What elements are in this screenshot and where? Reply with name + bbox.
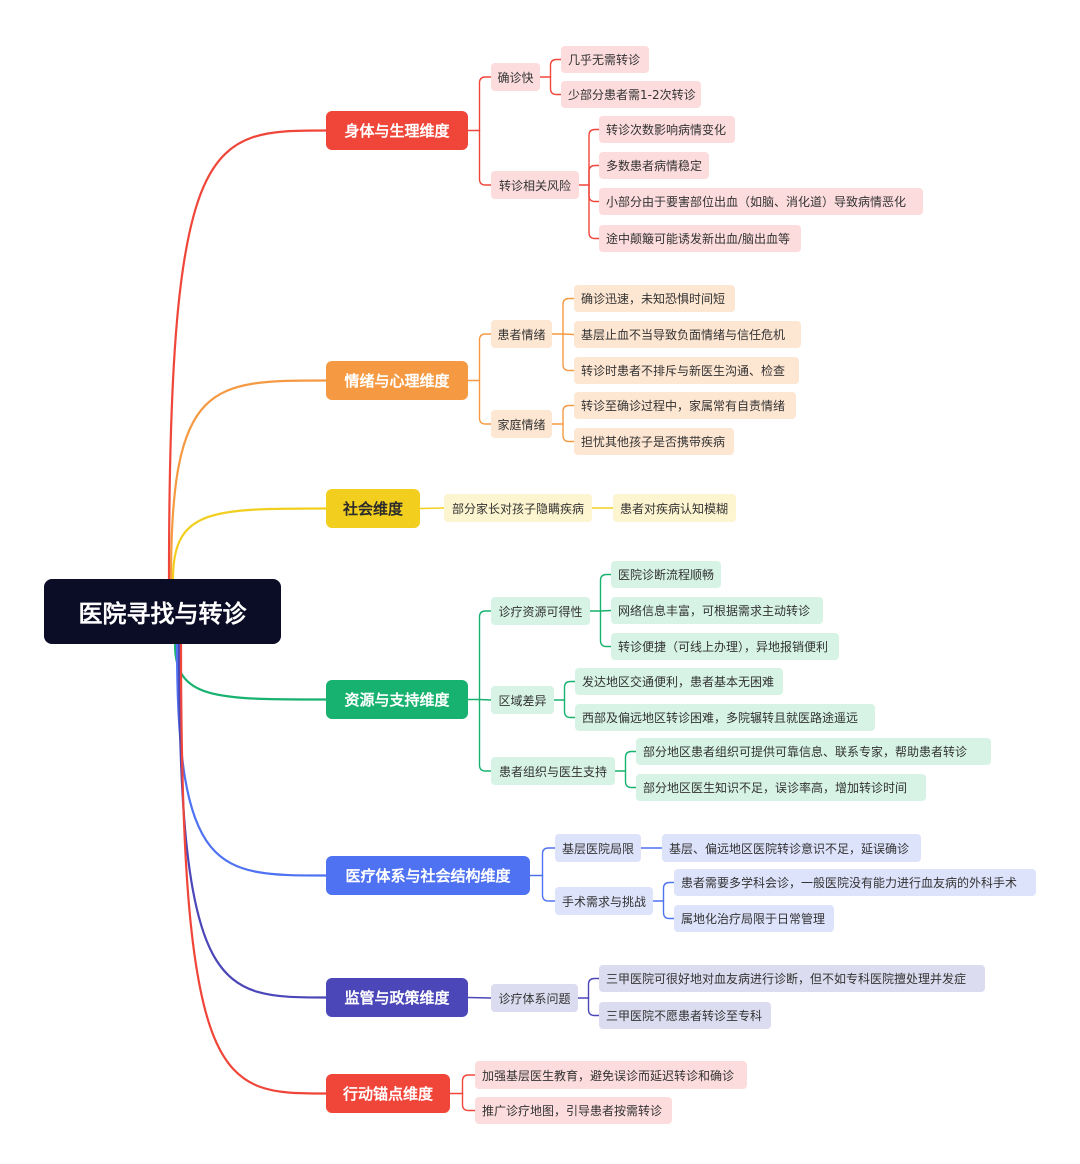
connector-line (587, 997, 600, 1017)
leaf-node[interactable]: 转诊时患者不排斥与新医生沟通、检查 (574, 357, 799, 384)
branch-connector-curve (171, 507, 328, 581)
connector-line (562, 423, 575, 443)
branch-connector-curve (169, 379, 328, 581)
connector-line (563, 699, 576, 719)
branch-connector-curve (167, 129, 328, 581)
connector-line (624, 750, 637, 772)
connector-line (599, 610, 612, 648)
connector-line (624, 770, 637, 789)
branch-node[interactable]: 情绪与心理维度 (326, 361, 468, 400)
connector-line (541, 874, 556, 902)
leaf-node[interactable]: 几乎无需转诊 (561, 46, 649, 73)
subtopic-node[interactable]: 部分家长对孩子隐瞒疾病 (444, 494, 592, 522)
connector-line (587, 977, 600, 999)
connector-line (419, 507, 445, 510)
connector-line (588, 164, 600, 186)
connector-line (478, 698, 492, 772)
connector-line (549, 76, 562, 96)
leaf-node[interactable]: 西部及偏远地区转诊困难，多院辗转且就医路途遥远 (575, 704, 875, 731)
connector-line (588, 184, 600, 240)
branch-connector-curve (177, 642, 328, 999)
branch-connector-curve (173, 642, 328, 701)
leaf-node[interactable]: 属地化治疗局限于日常管理 (674, 905, 834, 932)
leaf-node[interactable]: 患者需要多学科会诊，一般医院没有能力进行血友病的外科手术 (674, 869, 1036, 896)
leaf-node[interactable]: 患者对疾病认知模糊 (613, 494, 736, 522)
connector-line (588, 128, 600, 186)
subtopic-node[interactable]: 基层医院局限 (555, 834, 641, 862)
leaf-node[interactable]: 基层、偏远地区医院转诊意识不足，延误确诊 (662, 834, 921, 862)
connector-line (562, 404, 575, 425)
branch-node[interactable]: 监管与政策维度 (326, 978, 468, 1017)
subtopic-node[interactable]: 加强基层医生教育，避免误诊而延迟转诊和确诊 (475, 1061, 747, 1089)
subtopic-node[interactable]: 手术需求与挑战 (555, 887, 653, 915)
leaf-node[interactable]: 三甲医院可很好地对血友病进行诊断，但不如专科医院擅处理并发症 (599, 965, 985, 992)
subtopic-node[interactable]: 转诊相关风险 (491, 171, 579, 199)
connector-line (599, 573, 612, 612)
subtopic-node[interactable]: 推广诊疗地图，引导患者按需转诊 (475, 1097, 672, 1124)
leaf-node[interactable]: 医院诊断流程顺畅 (611, 561, 721, 588)
subtopic-node[interactable]: 患者组织与医生支持 (491, 757, 615, 785)
leaf-node[interactable]: 三甲医院不愿患者转诊至专科 (599, 1002, 771, 1029)
connector-line (662, 881, 675, 902)
connector-line (562, 333, 575, 336)
branch-node[interactable]: 身体与生理维度 (326, 111, 468, 150)
connector-line (478, 76, 492, 132)
connector-line (478, 333, 492, 382)
branch-connector-curve (179, 642, 328, 1095)
connector-line (599, 609, 612, 612)
subtopic-node[interactable]: 确诊快 (491, 63, 540, 91)
subtopic-node[interactable]: 诊疗体系问题 (491, 984, 578, 1012)
leaf-node[interactable]: 途中颠簸可能诱发新出血/脑出血等 (599, 225, 801, 252)
branch-connector-curve (175, 642, 328, 877)
connector-line (549, 58, 562, 78)
connector-line (478, 610, 492, 701)
subtopic-node[interactable]: 诊疗资源可得性 (491, 597, 590, 625)
branch-node[interactable]: 资源与支持维度 (326, 680, 468, 719)
leaf-node[interactable]: 确诊迅速，未知恐惧时间短 (574, 285, 735, 312)
connector-line (467, 996, 492, 999)
subtopic-node[interactable]: 家庭情绪 (491, 410, 552, 438)
branch-node[interactable]: 社会维度 (326, 489, 420, 528)
connector-line (478, 129, 492, 186)
connector-line (461, 1074, 476, 1095)
leaf-node[interactable]: 转诊便捷（可线上办理），异地报销便利 (611, 633, 839, 660)
branch-node[interactable]: 行动锚点维度 (326, 1074, 450, 1113)
leaf-node[interactable]: 少部分患者需1-2次转诊 (561, 81, 701, 108)
subtopic-node[interactable]: 患者情绪 (491, 320, 552, 348)
leaf-node[interactable]: 转诊次数影响病情变化 (599, 116, 735, 143)
leaf-node[interactable]: 网络信息丰富，可根据需求主动转诊 (611, 597, 823, 624)
leaf-node[interactable]: 基层止血不当导致负面情绪与信任危机 (574, 321, 801, 348)
subtopic-node[interactable]: 区域差异 (491, 686, 554, 714)
branch-node[interactable]: 医疗体系与社会结构维度 (326, 856, 530, 895)
leaf-node[interactable]: 部分地区患者组织可提供可靠信息、联系专家，帮助患者转诊 (636, 738, 991, 765)
connector-line (461, 1092, 476, 1112)
leaf-node[interactable]: 小部分由于要害部位出血（如脑、消化道）导致病情恶化 (599, 188, 923, 215)
connector-line (478, 698, 492, 701)
connector-line (541, 847, 556, 877)
connector-line (478, 379, 492, 425)
leaf-node[interactable]: 转诊至确诊过程中，家属常有自责情绪 (574, 392, 796, 419)
connector-line (563, 680, 576, 701)
leaf-node[interactable]: 发达地区交通便利，患者基本无困难 (575, 668, 783, 695)
leaf-node[interactable]: 担忧其他孩子是否携带疾病 (574, 428, 734, 455)
root-node[interactable]: 医院寻找与转诊 (44, 579, 281, 644)
connector-line (562, 297, 575, 335)
connector-line (562, 333, 575, 372)
connector-line (588, 184, 600, 203)
connector-line (662, 900, 675, 920)
leaf-node[interactable]: 多数患者病情稳定 (599, 152, 709, 179)
leaf-node[interactable]: 部分地区医生知识不足，误诊率高，增加转诊时间 (636, 774, 926, 801)
